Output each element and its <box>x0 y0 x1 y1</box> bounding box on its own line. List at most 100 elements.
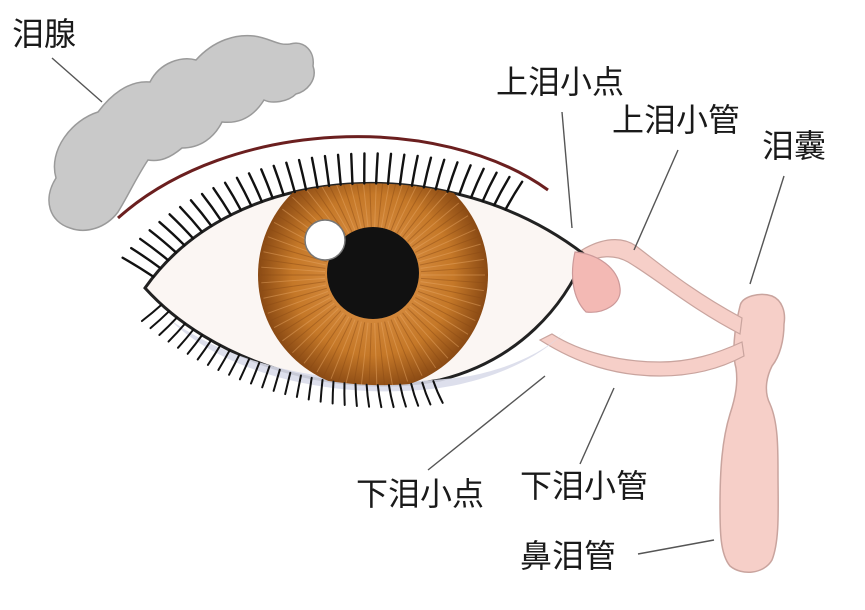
iris-ray <box>303 312 344 364</box>
eyelash <box>149 310 171 330</box>
iris-ray <box>261 277 326 284</box>
upper-eyelashes <box>121 152 524 278</box>
eyelash <box>376 384 383 409</box>
iris-ray <box>399 314 437 369</box>
iris-ray <box>374 322 378 386</box>
iris-ray <box>316 183 350 234</box>
eyelash <box>168 213 195 240</box>
eyelash <box>167 322 187 343</box>
iris-ray <box>261 266 326 273</box>
eyelash <box>354 383 358 408</box>
eyelash <box>212 186 233 217</box>
iris-ray <box>263 284 327 299</box>
eyelash <box>446 161 459 193</box>
label-nasolacrimal-duct: 鼻泪管 <box>520 537 617 575</box>
eyelash <box>261 365 271 389</box>
label-lacrimal-sac: 泪囊 <box>762 127 827 165</box>
iris-ray <box>419 287 481 307</box>
eyelash <box>235 176 253 207</box>
eyelash <box>307 376 313 401</box>
iris-ray <box>390 319 416 380</box>
eyelash <box>387 384 395 409</box>
iris-ray <box>368 183 372 228</box>
iris-ray <box>368 322 372 386</box>
iris-ray <box>262 258 326 269</box>
iris-ray <box>380 322 393 386</box>
eyelash <box>374 152 379 185</box>
label-upper-canaliculus: 上泪小管 <box>612 101 741 139</box>
iris-ray <box>407 196 454 243</box>
iris-ray <box>417 236 479 260</box>
eyelash <box>410 382 420 407</box>
eyelash <box>398 153 406 186</box>
iris-ray <box>267 290 329 314</box>
eyelash <box>421 381 432 406</box>
iris-ray <box>407 307 454 354</box>
eyelash <box>206 344 222 366</box>
leader-lower-canaliculus <box>579 387 615 465</box>
iris-ray <box>337 320 359 382</box>
nasolacrimal-duct-shape <box>719 293 786 573</box>
lower-canaliculus-shape <box>538 333 745 377</box>
eyelash <box>178 205 204 234</box>
iris-ray <box>360 322 369 386</box>
eyelash <box>139 237 170 262</box>
iris-ray <box>420 281 484 292</box>
eyelash <box>422 156 433 189</box>
eyelash <box>285 161 296 194</box>
iris-ray <box>387 320 409 382</box>
iris-ray <box>262 281 326 292</box>
iris-ray <box>399 183 437 236</box>
iris-ray <box>316 316 350 373</box>
eyelash <box>223 181 243 212</box>
leader-lower-punctum <box>427 375 546 471</box>
eyelash <box>504 180 524 211</box>
eyelash <box>323 154 331 188</box>
upper-canaliculus-shape <box>581 239 743 335</box>
iris-ray <box>416 294 476 322</box>
iris-ray <box>292 307 339 354</box>
leader-upper-canaliculus <box>633 149 679 251</box>
iris-group <box>258 183 488 386</box>
eyelash <box>350 152 354 186</box>
iris-ray <box>419 243 481 263</box>
eyelash <box>310 156 319 189</box>
iris-ray <box>282 302 335 342</box>
eyelash <box>284 371 292 396</box>
iris-ray <box>419 284 483 299</box>
lower-eyelashes <box>140 303 444 409</box>
upper-eyelid-crease <box>117 135 549 220</box>
eyelash <box>121 256 155 278</box>
iris-ray <box>377 322 386 386</box>
eyelash <box>319 378 324 403</box>
eyelash <box>200 192 223 222</box>
iris-ray <box>411 302 464 342</box>
iris-ray <box>380 183 393 228</box>
iris-ray <box>411 208 464 248</box>
eyelash <box>331 380 335 405</box>
eyelash <box>272 368 281 392</box>
eyelash <box>249 361 261 385</box>
iris-ray <box>409 202 460 245</box>
iris-ray <box>384 321 401 384</box>
eyelash <box>272 164 285 197</box>
leader-nasolacrimal-duct <box>637 539 715 555</box>
eyelash <box>238 357 251 381</box>
eyelash <box>336 153 342 186</box>
eyelash <box>432 380 444 404</box>
iris-ray <box>420 258 484 269</box>
iris-ray <box>353 322 366 386</box>
iris-ray <box>415 221 473 253</box>
iris-ray <box>353 183 366 228</box>
iris-ray <box>402 312 443 364</box>
eyelash <box>386 152 393 185</box>
caruncle-shape <box>571 251 621 313</box>
iris-ray <box>286 305 337 348</box>
eyelash <box>148 229 178 254</box>
iris-ray <box>263 251 327 266</box>
eyelash <box>410 154 419 187</box>
iris-ray <box>420 277 485 284</box>
eyelash <box>130 246 162 270</box>
iris-ray <box>345 183 362 229</box>
